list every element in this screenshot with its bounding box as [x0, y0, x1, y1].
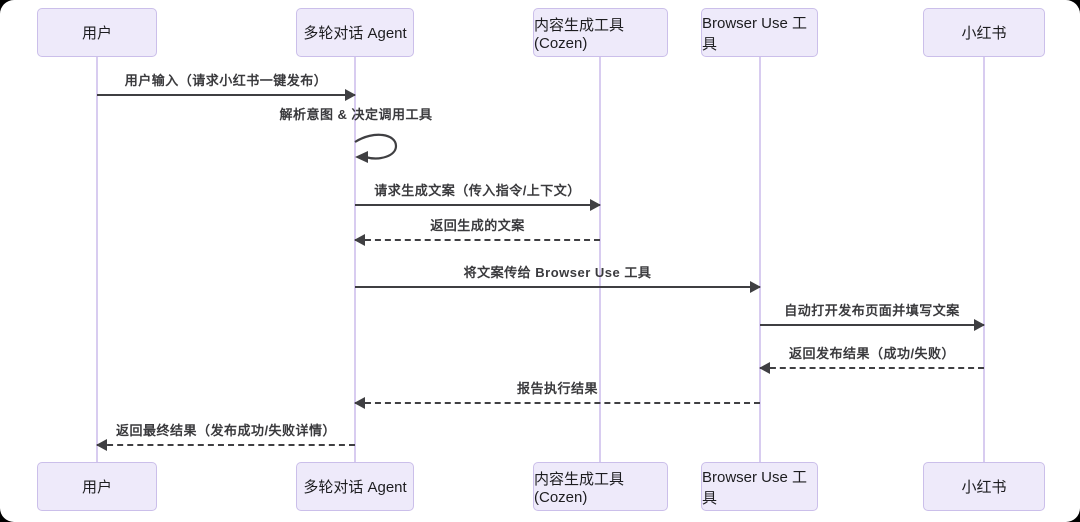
arrow-right	[355, 281, 761, 293]
message-label: 返回最终结果（发布成功/失败详情）	[115, 423, 337, 438]
lifeline-xhs	[983, 57, 985, 462]
participant-xhs-label: 小红书	[961, 25, 1007, 42]
participant-user-label: 用户	[81, 479, 112, 496]
message-label: 报告执行结果	[516, 381, 598, 396]
participant-browser-label: Browser Use 工具	[702, 14, 808, 53]
message-self-parse-intent: 解析意图 & 决定调用工具	[279, 107, 433, 122]
participant-user-label: 用户	[81, 25, 112, 42]
participant-browser-bottom: Browser Use 工具	[701, 462, 818, 511]
message-label: 返回发布结果（成功/失败）	[788, 346, 956, 361]
participant-browser-label: Browser Use 工具	[702, 468, 808, 507]
participant-agent-label: 多轮对话 Agent	[303, 479, 407, 496]
message-pass-copy-browser: 将文案传给 Browser Use 工具	[355, 264, 761, 293]
self-loop-arrow	[354, 133, 398, 163]
arrow-right	[97, 89, 356, 101]
message-return-copy: 返回生成的文案	[354, 217, 600, 246]
participant-browser-top: Browser Use 工具	[701, 8, 818, 57]
message-report-execution-result: 报告执行结果	[354, 380, 760, 409]
message-label: 自动打开发布页面并填写文案	[784, 303, 960, 318]
participant-cozen-label: 内容生成工具(Cozen)	[534, 470, 625, 506]
participant-agent-top: 多轮对话 Agent	[296, 8, 414, 57]
participant-xhs-label: 小红书	[961, 479, 1007, 496]
participant-cozen-bottom: 内容生成工具(Cozen)	[533, 462, 668, 511]
lifeline-user	[96, 57, 98, 462]
message-return-publish-result: 返回发布结果（成功/失败）	[759, 345, 984, 374]
participant-cozen-label: 内容生成工具(Cozen)	[534, 16, 625, 52]
arrow-left	[96, 439, 355, 451]
message-label: 将文案传给 Browser Use 工具	[463, 265, 652, 280]
message-user-input: 用户输入（请求小红书一键发布）	[97, 72, 356, 101]
participant-xhs-bottom: 小红书	[923, 462, 1045, 511]
lifeline-browser	[759, 57, 761, 462]
lifeline-agent	[354, 57, 356, 462]
message-return-final-result: 返回最终结果（发布成功/失败详情）	[96, 422, 355, 451]
arrow-right	[355, 199, 601, 211]
arrow-right	[760, 319, 985, 331]
lifeline-cozen	[599, 57, 601, 462]
arrow-left	[354, 397, 760, 409]
participant-cozen-top: 内容生成工具(Cozen)	[533, 8, 668, 57]
message-open-publish-page: 自动打开发布页面并填写文案	[760, 302, 985, 331]
participant-user-top: 用户	[37, 8, 157, 57]
message-label: 返回生成的文案	[430, 218, 525, 233]
arrow-left	[759, 362, 984, 374]
participant-xhs-top: 小红书	[923, 8, 1045, 57]
message-request-copy: 请求生成文案（传入指令/上下文）	[355, 182, 601, 211]
message-label: 用户输入（请求小红书一键发布）	[124, 73, 328, 88]
arrow-left	[354, 234, 600, 246]
participant-agent-bottom: 多轮对话 Agent	[296, 462, 414, 511]
participant-user-bottom: 用户	[37, 462, 157, 511]
participant-agent-label: 多轮对话 Agent	[303, 25, 407, 42]
message-label: 请求生成文案（传入指令/上下文）	[374, 183, 581, 198]
